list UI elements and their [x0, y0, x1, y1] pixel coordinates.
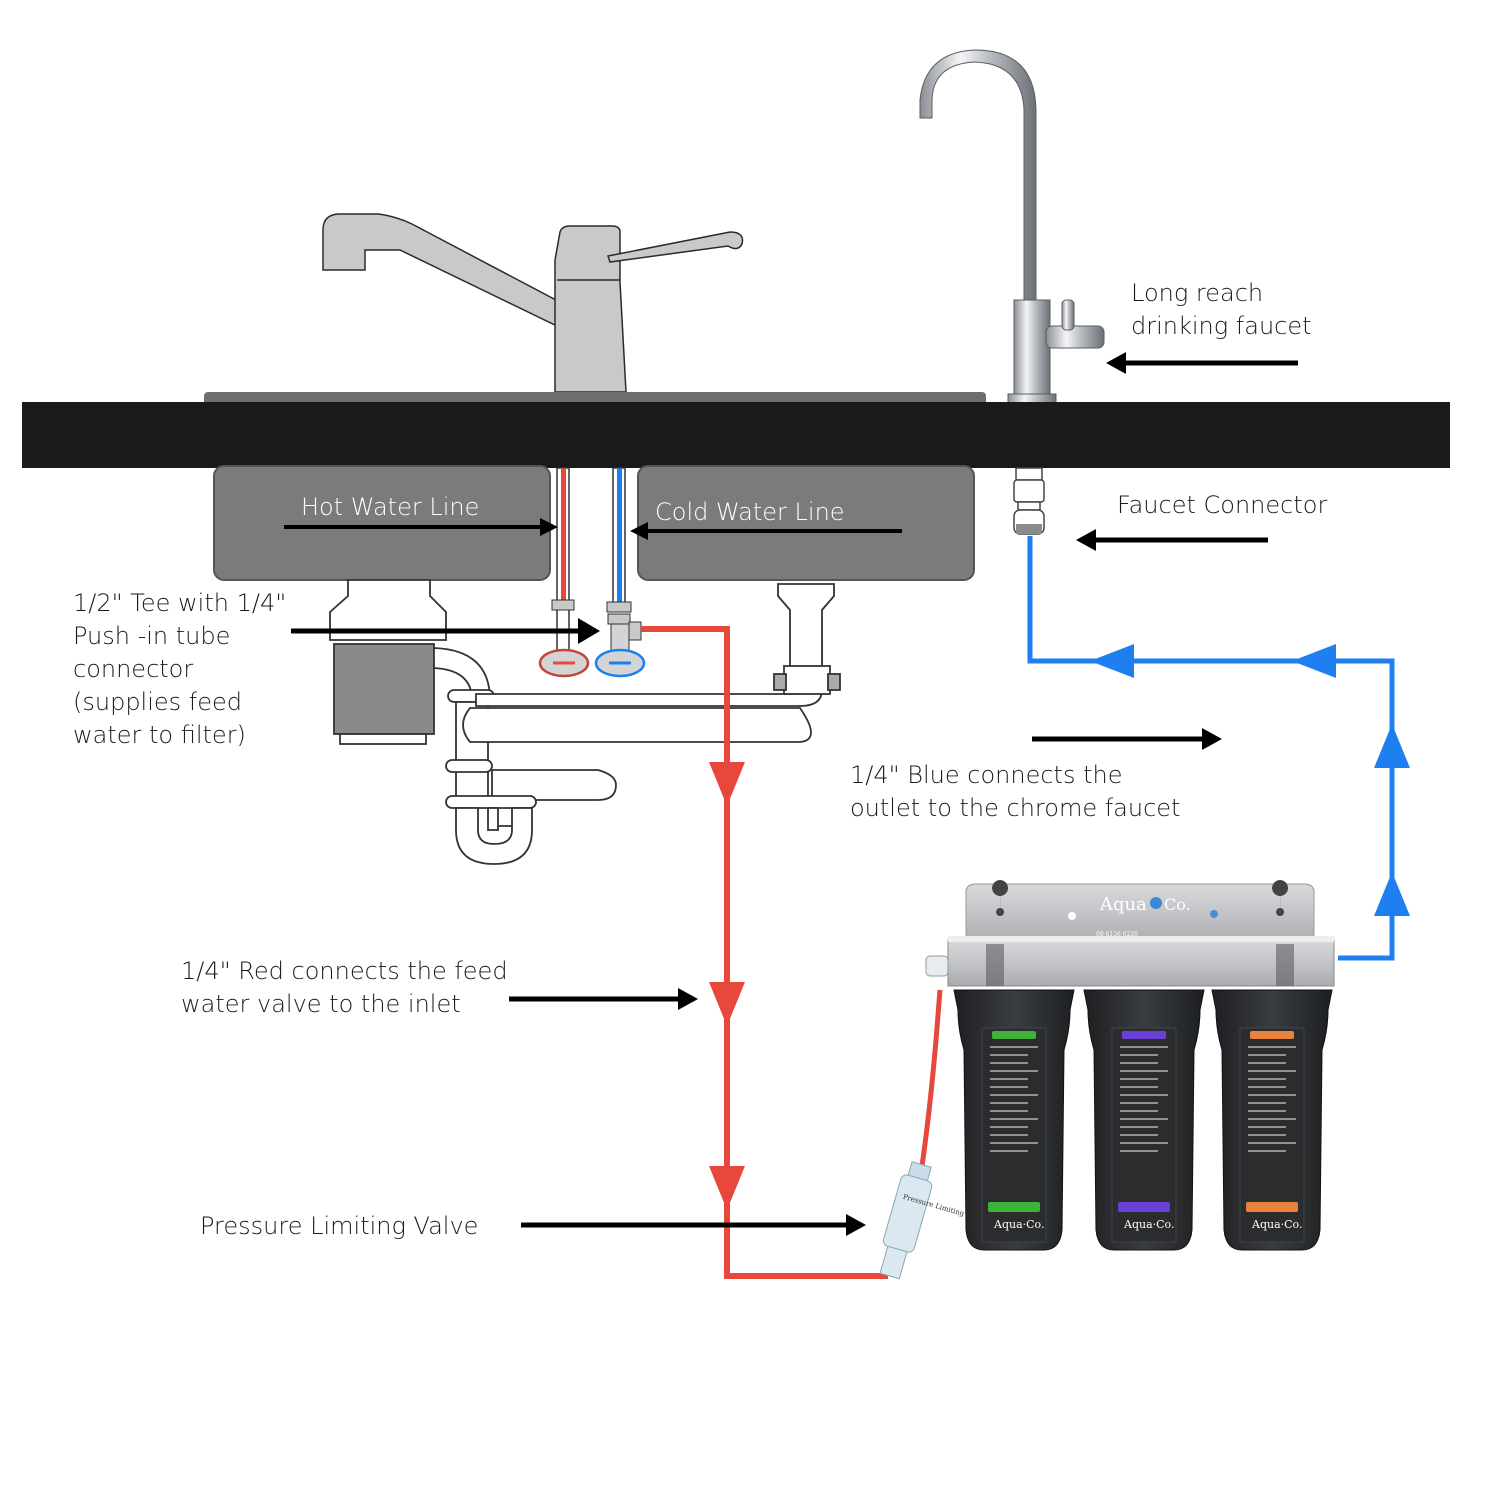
blue-flow-arrow-2: [1292, 644, 1336, 678]
filter-bracket: Aqua Co. 08 6156 0220: [947, 880, 1335, 987]
svg-text:Co.: Co.: [1164, 895, 1191, 914]
hot-water-supply: [538, 467, 590, 678]
brand-logo-bracket: Aqua: [1099, 894, 1147, 915]
cold-water-supply: [594, 467, 646, 678]
blue-outlet-line: [1027, 536, 1410, 961]
blue-flow-arrow-3: [1374, 724, 1410, 768]
inlet-fitting: [925, 955, 949, 977]
blue-flow-arrow-4: [1374, 872, 1410, 916]
pressure-limiting-valve: Pressure Limiting: [879, 1161, 966, 1280]
stage-tag: [1122, 1031, 1166, 1039]
svg-text:Aqua·Co.: Aqua·Co.: [993, 1218, 1044, 1231]
red-feed-line: [641, 626, 888, 1279]
stage-tag: [1250, 1031, 1294, 1039]
keyhole-right-icon: [1272, 880, 1289, 916]
filter-housing-3: Aqua·Co.: [1211, 989, 1333, 1251]
stage-tag: [992, 1031, 1036, 1039]
kitchen-mixer-faucet: [322, 213, 744, 393]
drain-plumbing: [329, 579, 841, 865]
filter-housing-1: Aqua·Co.: [953, 989, 1075, 1251]
red-inlet-tube: [919, 989, 943, 1167]
label-hot-water-line: Hot Water Line: [301, 493, 480, 521]
keyhole-left-icon: [992, 880, 1009, 916]
stage-model-tag: [1118, 1202, 1170, 1212]
filter-housing-2: Aqua·Co.: [1083, 989, 1205, 1251]
label-long-reach-faucet: Long reach drinking faucet: [1131, 279, 1312, 340]
svg-text:Aqua·Co.: Aqua·Co.: [1123, 1218, 1174, 1231]
long-reach-drinking-faucet: [919, 49, 1105, 405]
label-pressure-valve: Pressure Limiting Valve: [200, 1212, 479, 1240]
blue-flow-arrow-1: [1090, 644, 1134, 678]
svg-text:08 6156 0220: 08 6156 0220: [1096, 931, 1138, 938]
red-flow-arrow-2: [709, 982, 745, 1026]
stage-model-tag: [988, 1202, 1040, 1212]
label-cold-water-line: Cold Water Line: [655, 498, 845, 526]
red-flow-arrow-3: [709, 1166, 745, 1210]
label-red-line: 1/4" Red connects the feed water valve t…: [181, 957, 508, 1018]
stage-model-tag: [1246, 1202, 1298, 1212]
svg-text:Aqua·Co.: Aqua·Co.: [1251, 1218, 1302, 1231]
red-flow-arrow-1: [709, 762, 745, 806]
label-blue-line: 1/4" Blue connects the outlet to the chr…: [850, 761, 1181, 822]
countertop: [22, 402, 1450, 468]
faucet-connector: [1013, 467, 1045, 535]
label-faucet-connector: Faucet Connector: [1117, 491, 1328, 519]
label-tee-connector: 1/2" Tee with 1/4" Push -in tube connect…: [73, 589, 287, 749]
